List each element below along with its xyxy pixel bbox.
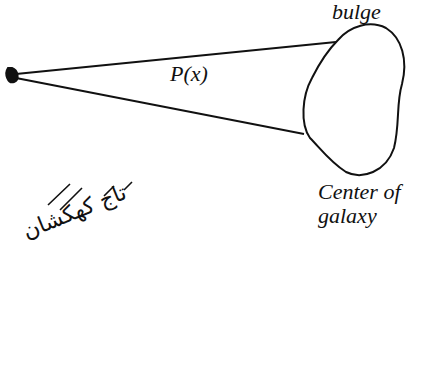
center-label: Center of galaxy (318, 180, 426, 228)
function-label: P(x) (170, 62, 208, 86)
bulge-shape: bulgeCenter of galaxy (290, 0, 429, 260)
bulge-label: bulge (332, 0, 412, 24)
observer-dot (6, 68, 17, 82)
persian-note: تاج کهکشان (19, 180, 129, 243)
sight-line (16, 78, 304, 134)
